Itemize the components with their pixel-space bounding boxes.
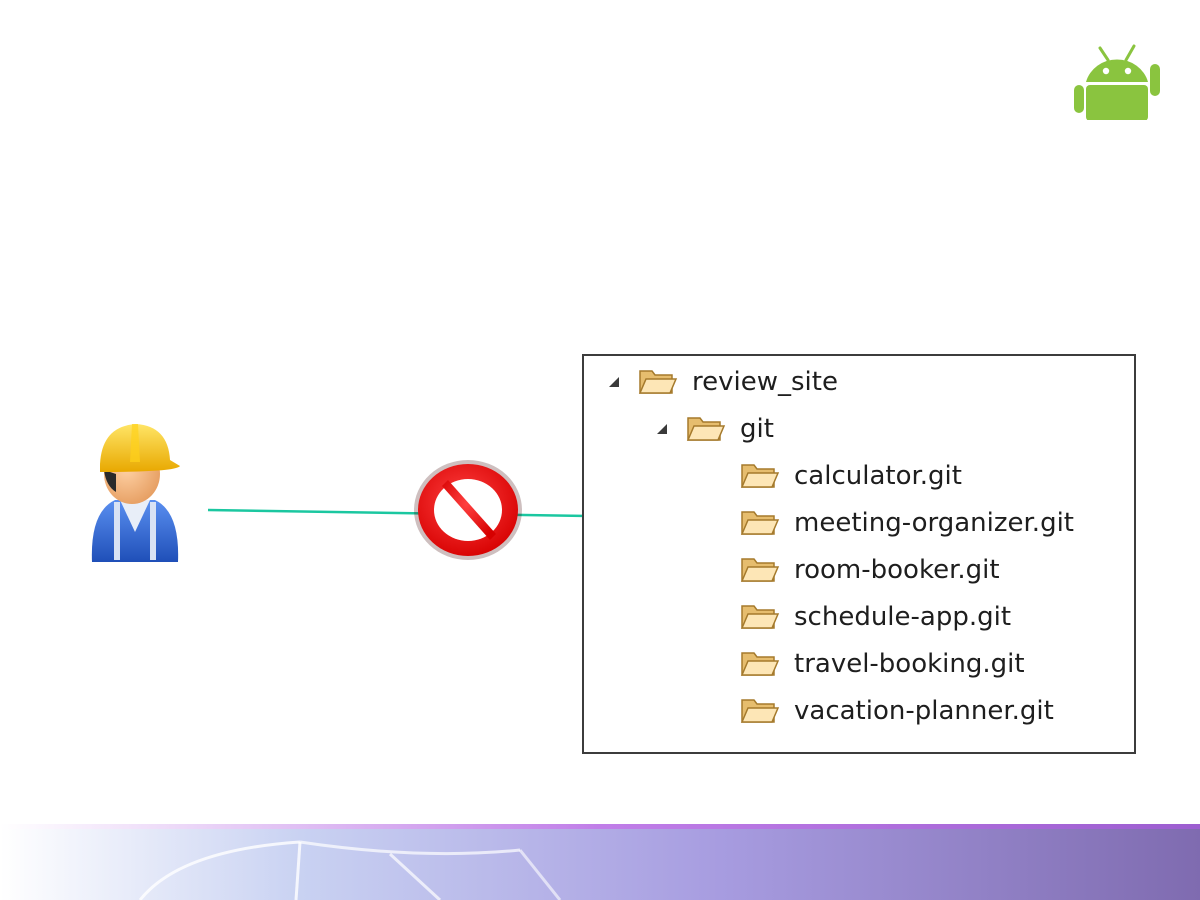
- folder-open-icon: [740, 511, 780, 535]
- folder-open-icon: [740, 464, 780, 488]
- tree-item-repo[interactable]: calculator.git: [740, 456, 962, 496]
- tree-item-label: travel-booking.git: [794, 649, 1025, 679]
- folder-open-icon: [740, 699, 780, 723]
- tree-item-label: calculator.git: [794, 461, 962, 491]
- repository-tree: review_site git calculator.git: [582, 354, 1136, 754]
- footer-banner: [0, 824, 1200, 900]
- expanded-triangle-icon[interactable]: [604, 372, 624, 392]
- tree-item-repo[interactable]: meeting-organizer.git: [740, 503, 1074, 543]
- folder-open-icon: [740, 605, 780, 629]
- tree-item-repo[interactable]: vacation-planner.git: [740, 691, 1054, 731]
- folder-open-icon: [740, 652, 780, 676]
- folder-open-icon: [686, 417, 726, 441]
- tree-item-repo[interactable]: schedule-app.git: [740, 597, 1011, 637]
- expanded-triangle-icon[interactable]: [652, 419, 672, 439]
- tree-item-label: git: [740, 414, 774, 444]
- tree-item-git[interactable]: git: [652, 409, 774, 449]
- tree-item-root[interactable]: review_site: [604, 362, 838, 402]
- tree-item-label: schedule-app.git: [794, 602, 1012, 632]
- tree-item-label: vacation-planner.git: [794, 696, 1054, 726]
- tree-item-label: meeting-organizer.git: [794, 508, 1074, 538]
- construction-worker-icon: [91, 424, 180, 562]
- tree-item-label: room-booker.git: [794, 555, 1000, 585]
- android-icon: [1074, 44, 1160, 120]
- tree-item-repo[interactable]: travel-booking.git: [740, 644, 1025, 684]
- folder-open-icon: [740, 558, 780, 582]
- folder-open-icon: [638, 370, 678, 394]
- tree-item-repo[interactable]: room-booker.git: [740, 550, 1000, 590]
- tree-item-label: review_site: [692, 367, 838, 397]
- no-entry-icon: [414, 460, 522, 560]
